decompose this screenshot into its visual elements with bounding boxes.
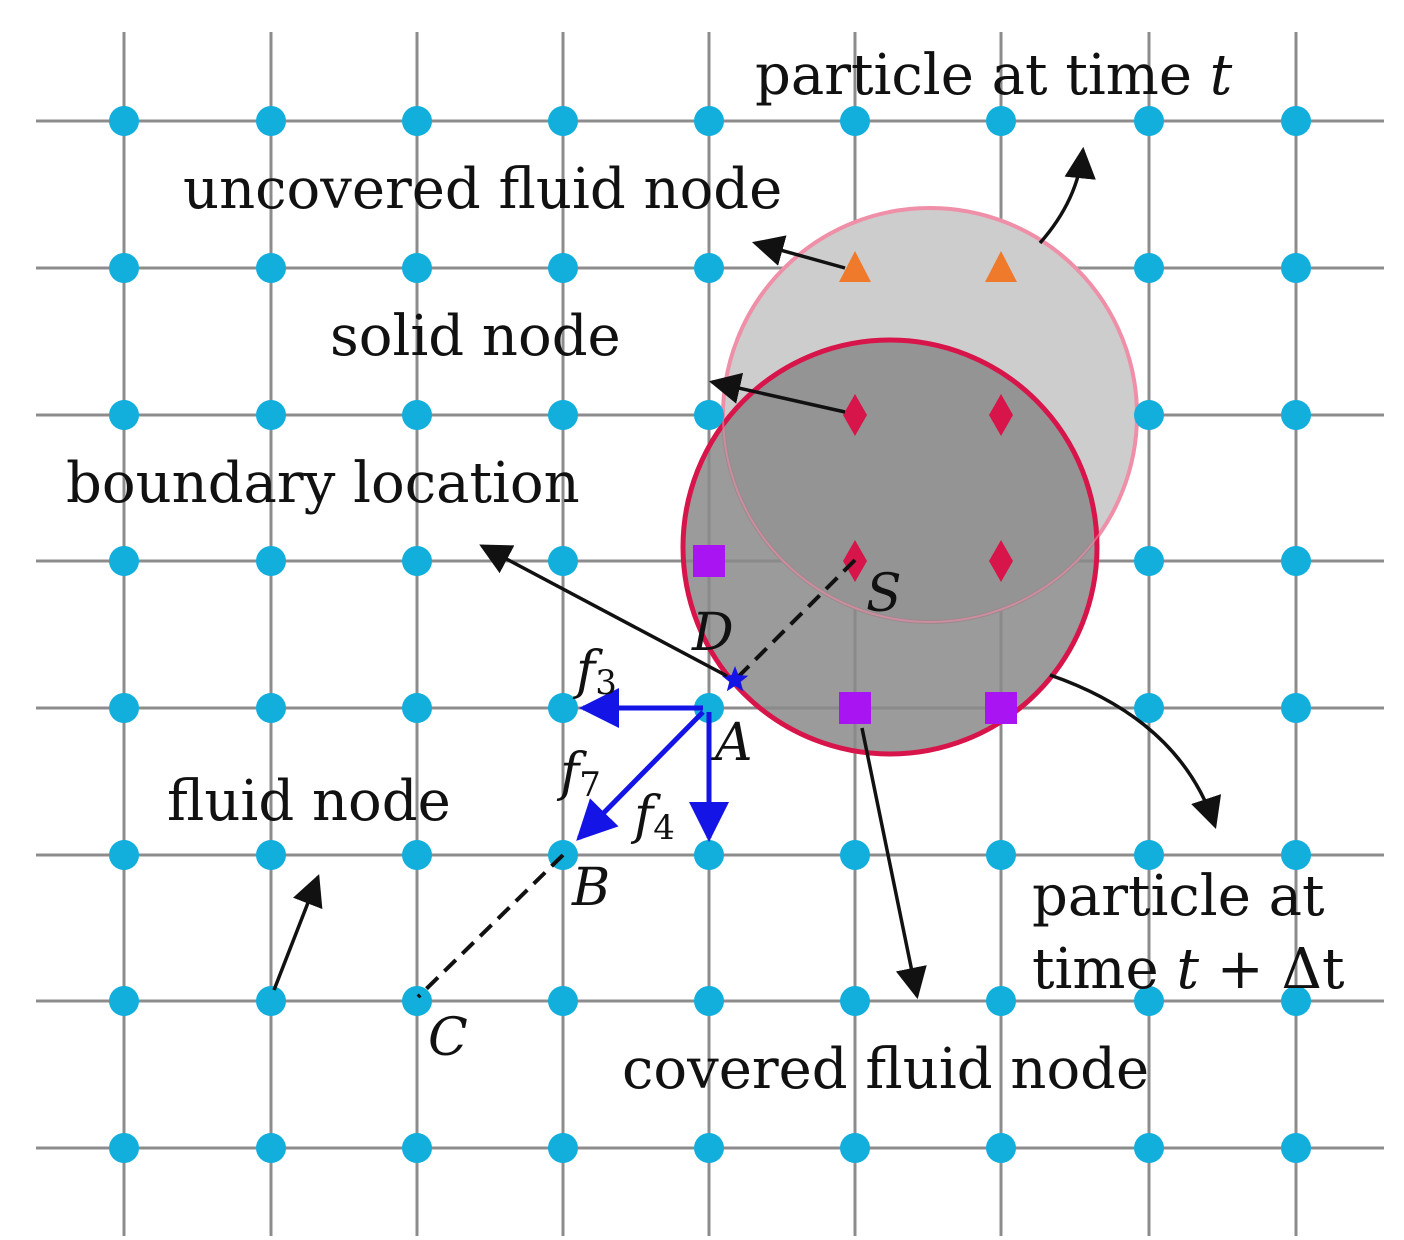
fluid-node-marker: [1281, 546, 1311, 576]
fluid-node-marker: [548, 693, 578, 723]
arrow-fluid: [272, 874, 323, 991]
point-label-c: C: [428, 1008, 468, 1068]
fluid-node-marker: [694, 986, 724, 1016]
fluid-node-marker: [548, 106, 578, 136]
fluid-node-marker: [1281, 106, 1311, 136]
fluid-node-marker: [402, 840, 432, 870]
fluid-node-marker: [694, 106, 724, 136]
dashed-line-s-d: [733, 558, 857, 682]
fluid-node-marker: [402, 253, 432, 283]
fluid-node-marker: [1134, 546, 1164, 576]
fluid-node-marker: [986, 840, 1016, 870]
label-solid-node: solid node: [330, 304, 621, 369]
fluid-node-marker: [256, 693, 286, 723]
lattice-nodes: [109, 106, 1311, 1163]
direction-label-f7: f7: [556, 743, 601, 805]
fluid-node-marker: [694, 253, 724, 283]
fluid-node-marker: [1134, 400, 1164, 430]
fluid-node-marker: [1281, 253, 1311, 283]
fluid-node-marker: [109, 106, 139, 136]
solid-node-diamond-icon: [989, 394, 1013, 436]
fluid-node-marker: [1281, 400, 1311, 430]
fluid-node-marker: [256, 400, 286, 430]
direction-label-f3: f3: [572, 641, 617, 703]
label-uncovered-fluid-node: uncovered fluid node: [183, 157, 782, 222]
label-particle-at-time-t-dt-line2: time t + Δt: [1032, 937, 1345, 1002]
fluid-node-marker: [986, 106, 1016, 136]
solid-node-diamond-icon: [843, 394, 867, 436]
fluid-node-marker: [402, 106, 432, 136]
label-particle-at-time-t-dt-line1: particle at: [1032, 864, 1325, 929]
arrow-uncovered: [751, 235, 846, 270]
fluid-node-marker: [256, 106, 286, 136]
fluid-node-marker: [256, 1133, 286, 1163]
fluid-node-marker: [548, 546, 578, 576]
fluid-node-marker: [986, 1133, 1016, 1163]
point-label-a: A: [711, 713, 753, 773]
fluid-node-marker: [256, 986, 286, 1016]
fluid-node-marker: [256, 840, 286, 870]
covered-fluid-node-square-icon: [985, 692, 1017, 724]
fluid-node-marker: [548, 986, 578, 1016]
arrow-boundary: [479, 544, 728, 678]
fluid-node-marker: [109, 546, 139, 576]
fluid-node-marker: [1281, 840, 1311, 870]
fluid-node-marker: [840, 1133, 870, 1163]
arrow-particle-t: [1038, 146, 1096, 245]
arrow-particle-t-dt: [1049, 673, 1222, 829]
fluid-node-marker: [1281, 693, 1311, 723]
label-particle-at-time-t: particle at time t: [755, 43, 1233, 108]
fluid-node-marker: [402, 986, 432, 1016]
fluid-node-marker: [402, 546, 432, 576]
fluid-node-marker: [109, 693, 139, 723]
covered-fluid-node-square-icon: [839, 692, 871, 724]
fluid-node-marker: [402, 1133, 432, 1163]
boundary-location-star-icon: [721, 666, 749, 692]
fluid-node-marker: [256, 253, 286, 283]
fluid-node-marker: [402, 400, 432, 430]
fluid-node-marker: [840, 986, 870, 1016]
arrow-f7: [576, 710, 705, 841]
fluid-node-marker: [1134, 693, 1164, 723]
point-label-d: D: [691, 603, 734, 663]
fluid-node-marker: [1281, 1133, 1311, 1163]
fluid-node-marker: [1134, 840, 1164, 870]
fluid-node-marker: [986, 986, 1016, 1016]
fluid-node-marker: [694, 840, 724, 870]
fluid-node-marker: [694, 1133, 724, 1163]
uncovered-fluid-node-triangle-icon: [985, 251, 1017, 282]
point-label-s: S: [866, 564, 902, 624]
fluid-node-marker: [694, 400, 724, 430]
fluid-node-marker: [109, 986, 139, 1016]
arrow-solid: [708, 372, 846, 414]
fluid-node-marker: [109, 1133, 139, 1163]
covered-fluid-node-square-icon: [693, 545, 725, 577]
label-fluid-node: fluid node: [167, 769, 451, 834]
fluid-node-marker: [1134, 986, 1164, 1016]
direction-label-f4: f4: [630, 786, 675, 848]
arrow-covered: [860, 727, 927, 1000]
point-label-b: B: [571, 858, 610, 918]
fluid-node-marker: [548, 1133, 578, 1163]
particle-at-time-t-plus-dt: [680, 337, 1100, 757]
fluid-node-marker: [1134, 106, 1164, 136]
fluid-node-marker: [402, 693, 432, 723]
dashed-line-b-c: [416, 853, 565, 999]
label-boundary-location: boundary location: [66, 451, 580, 516]
fluid-node-marker: [1134, 1133, 1164, 1163]
fluid-node-marker: [1281, 986, 1311, 1016]
fluid-node-marker: [840, 106, 870, 136]
fluid-node-marker: [840, 840, 870, 870]
fluid-node-marker: [256, 546, 286, 576]
fluid-node-marker: [548, 400, 578, 430]
fluid-node-marker: [548, 253, 578, 283]
fluid-node-marker: [1134, 253, 1164, 283]
fluid-node-marker: [109, 400, 139, 430]
solid-node-diamond-icon: [989, 540, 1013, 582]
uncovered-fluid-node-triangle-icon: [839, 251, 871, 282]
fluid-node-marker: [109, 840, 139, 870]
label-covered-fluid-node: covered fluid node: [622, 1037, 1149, 1102]
fluid-node-marker: [109, 253, 139, 283]
